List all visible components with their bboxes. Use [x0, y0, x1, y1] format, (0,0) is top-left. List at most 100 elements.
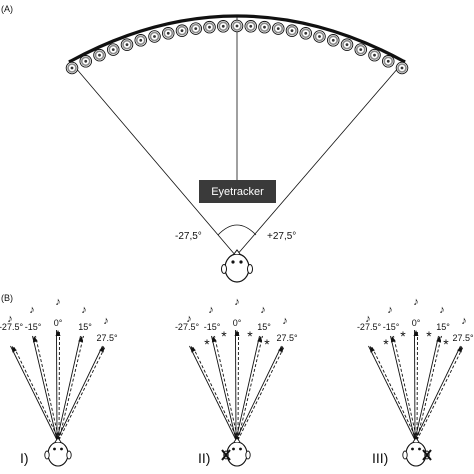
condition-numeral: I) — [20, 450, 29, 466]
arrowhead — [436, 336, 442, 343]
response-ray — [58, 329, 60, 441]
speaker-icon — [299, 27, 313, 40]
speaker-icon — [120, 38, 134, 51]
angle-left-label: -27,5° — [175, 231, 202, 242]
arrowhead — [257, 336, 263, 343]
direction-ray — [235, 329, 237, 441]
sound-note-icon: ♪ — [234, 296, 240, 308]
speaker-icon — [203, 20, 216, 34]
condition-azimuth-labels: -27.5° -15° 0° 15° 27.5° — [357, 318, 474, 343]
response-ray — [35, 335, 60, 441]
sound-note-icon: ♪ — [103, 315, 109, 327]
arrowhead — [32, 336, 38, 343]
eyetracker-label: Eyetracker — [211, 186, 264, 198]
azimuth-label: 0° — [233, 318, 242, 328]
arrowhead — [211, 336, 217, 343]
speaker-icon — [148, 30, 161, 43]
azimuth-label: 0° — [412, 318, 421, 328]
condition-rays: ♪*♪*♪♪*♪* — [365, 296, 467, 467]
speaker-icon — [272, 22, 285, 35]
speaker-icon — [161, 27, 175, 40]
speaker-icon — [175, 24, 189, 37]
condition-azimuth-labels: -27.5° -15° 0° 15° 27.5° — [175, 318, 298, 343]
sound-note-icon: ♪ — [282, 315, 288, 327]
sound-note-icon: ♪ — [461, 315, 467, 327]
speaker-icon — [258, 20, 271, 34]
arrowhead — [457, 346, 462, 353]
sound-note-icon: ♪ — [387, 304, 393, 316]
sound-note-icon: ♪ — [29, 304, 35, 316]
arrowhead — [413, 330, 419, 336]
direction-ray — [390, 335, 416, 441]
star-marker-icon: * — [221, 328, 227, 344]
sound-note-icon: ♪ — [365, 313, 371, 325]
speaker-icon — [230, 19, 244, 33]
speaker-icon — [340, 38, 354, 51]
azimuth-label: 15° — [257, 322, 271, 332]
condition-2: ♪*♪*♪♪*♪* -27.5° -15° 0° 15° 27.5° II) — [175, 296, 298, 467]
direction-ray — [10, 345, 58, 441]
azimuth-label: 27.5° — [452, 333, 474, 343]
response-ray — [393, 335, 418, 441]
star-marker-icon: * — [264, 336, 270, 352]
star-marker-icon: * — [204, 336, 210, 352]
azimuth-label: -27.5° — [0, 322, 23, 332]
speaker-icon — [106, 43, 120, 56]
direction-ray — [211, 335, 237, 441]
ear-occluder-icon — [422, 449, 432, 461]
star-marker-icon: * — [400, 328, 406, 344]
listener-head-icon — [402, 437, 432, 467]
direction-ray — [56, 329, 58, 441]
response-ray — [416, 335, 442, 441]
sound-note-icon: ♪ — [439, 304, 445, 316]
sound-note-icon: ♪ — [81, 304, 87, 316]
condition-numeral: III) — [372, 450, 388, 466]
arrowhead — [99, 346, 104, 353]
fan-left-edge — [68, 59, 237, 257]
sound-note-icon: ♪ — [260, 304, 266, 316]
arrowhead — [278, 346, 283, 353]
condition-numeral: II) — [198, 450, 210, 466]
azimuth-label: 27.5° — [96, 333, 118, 343]
azimuth-label: 27.5° — [276, 333, 298, 343]
azimuth-label: -27.5° — [357, 322, 382, 332]
sound-note-icon: ♪ — [208, 304, 214, 316]
speaker-icon — [327, 34, 340, 47]
condition-rays: ♪♪♪♪♪ — [7, 296, 109, 467]
arrowhead — [234, 330, 240, 336]
speaker-icon — [189, 22, 202, 35]
direction-ray — [189, 345, 237, 441]
arrowhead — [78, 336, 84, 343]
direction-ray — [32, 335, 58, 441]
condition-rays: ♪*♪*♪♪*♪* — [186, 296, 288, 467]
angle-arc — [217, 224, 257, 236]
condition-azimuth-labels: -27.5° -15° 0° 15° 27.5° — [0, 318, 118, 343]
panel-a-label: (A) — [1, 4, 13, 14]
speaker-icon — [93, 48, 106, 62]
speaker-icon — [368, 48, 381, 62]
response-ray — [416, 329, 418, 441]
speaker-icon — [216, 20, 230, 33]
response-ray — [416, 345, 464, 441]
sound-note-icon: ♪ — [413, 296, 419, 308]
direction-ray — [56, 345, 103, 441]
eyetracker-box — [199, 180, 276, 203]
speaker-icon — [382, 55, 395, 68]
panel-b-label: (B) — [1, 293, 13, 303]
azimuth-label: -15° — [25, 322, 42, 332]
direction-ray — [368, 345, 416, 441]
azimuth-label: -15° — [204, 322, 221, 332]
direction-ray — [235, 335, 260, 441]
response-ray — [192, 345, 239, 441]
listener-head-a — [221, 249, 253, 283]
direction-ray — [56, 335, 81, 441]
condition-3: ♪*♪*♪♪*♪* -27.5° -15° 0° 15° 27.5° III) — [357, 296, 474, 467]
arrowhead — [12, 346, 17, 353]
condition-1: ♪♪♪♪♪ -27.5° -15° 0° 15° 27.5° I) — [0, 296, 118, 467]
direction-ray — [414, 345, 461, 441]
response-ray — [58, 335, 84, 441]
sound-note-icon: ♪ — [7, 313, 13, 325]
azimuth-label: 15° — [78, 322, 92, 332]
speaker-icon — [313, 30, 326, 43]
